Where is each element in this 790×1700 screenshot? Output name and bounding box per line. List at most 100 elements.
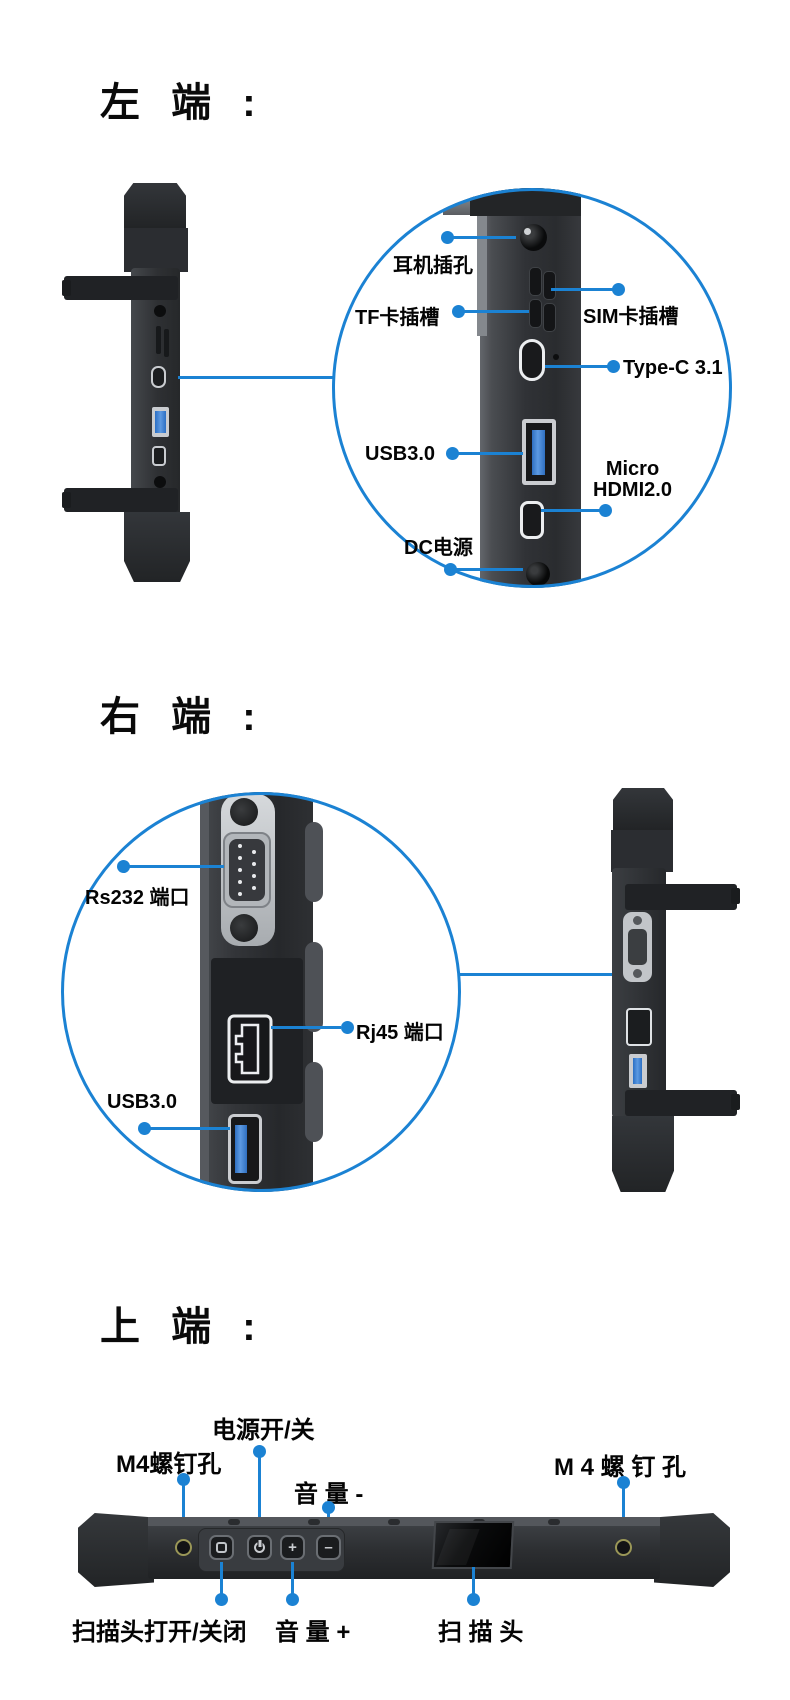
bottom-corner-bumper xyxy=(612,1116,674,1192)
label-volume-plus: 音 量 + xyxy=(275,1619,351,1646)
label-m4-screw-left: M4螺钉孔 xyxy=(116,1451,222,1478)
callout-line xyxy=(271,1026,341,1029)
right-corner-bumper xyxy=(654,1513,730,1587)
callout-line xyxy=(258,1457,261,1537)
callout-line xyxy=(182,1485,185,1543)
db9-screw-small xyxy=(633,969,642,978)
kickstand-bar-bottom xyxy=(64,488,178,512)
right-end-magnifier-ring xyxy=(61,792,461,1192)
kickstand-nub-top xyxy=(62,280,71,296)
label-sim-card-slot: SIM卡插槽 xyxy=(583,306,679,328)
top-edge-strip xyxy=(148,1517,660,1526)
callout-dot xyxy=(467,1593,480,1606)
volume-plus-button[interactable]: + xyxy=(280,1535,305,1560)
m4-screw-hole-left xyxy=(175,1539,192,1556)
scanner-toggle-button[interactable] xyxy=(209,1535,234,1560)
callout-dot xyxy=(607,360,620,373)
label-rj45: Rj45 端口 xyxy=(356,1022,444,1044)
callout-line xyxy=(472,1567,475,1595)
label-type-c: Type-C 3.1 xyxy=(623,357,723,379)
edge-boss xyxy=(308,1519,320,1525)
callout-line xyxy=(541,509,601,512)
rj45-port-small xyxy=(626,1008,652,1046)
callout-dot xyxy=(253,1445,266,1458)
label-scanner-head: 扫 描 头 xyxy=(438,1619,524,1646)
top-corner-bumper xyxy=(613,788,673,830)
usb-port-small xyxy=(152,407,169,437)
power-icon xyxy=(254,1540,265,1553)
label-rs232: Rs232 端口 xyxy=(85,887,190,909)
callout-line xyxy=(150,1127,230,1130)
db9-screw-small xyxy=(633,916,642,925)
callout-connector-line xyxy=(178,376,334,379)
scan-square-icon xyxy=(216,1542,227,1553)
left-corner-bumper xyxy=(78,1513,154,1587)
callout-dot xyxy=(341,1021,354,1034)
type-c-port-small xyxy=(151,366,166,388)
m4-screw-hole-right xyxy=(615,1539,632,1556)
callout-dot xyxy=(599,504,612,517)
callout-line xyxy=(622,1488,625,1544)
callout-line xyxy=(545,365,609,368)
callout-dot xyxy=(612,283,625,296)
edge-boss xyxy=(228,1519,240,1525)
device-right-side-view xyxy=(610,786,740,1196)
callout-dot xyxy=(117,860,130,873)
callout-connector-line xyxy=(460,973,622,976)
callout-dot xyxy=(446,447,459,460)
callout-line xyxy=(457,452,523,455)
usb-tongue-small xyxy=(155,411,166,433)
tf-slot-small xyxy=(156,326,161,354)
plus-icon: + xyxy=(288,1539,297,1556)
label-micro-hdmi-line2: HDMI2.0 xyxy=(593,479,672,501)
usb-port-small xyxy=(629,1054,647,1088)
callout-dot xyxy=(441,231,454,244)
db9-cavity-small xyxy=(628,929,647,965)
callout-dot xyxy=(286,1593,299,1606)
device-top-view: + – xyxy=(78,1510,730,1592)
callout-line xyxy=(455,568,523,571)
section-title-right-end: 右 端 : xyxy=(100,695,266,739)
section-title-top-end: 上 端 : xyxy=(100,1305,266,1349)
callout-dot xyxy=(215,1593,228,1606)
callout-line xyxy=(452,236,516,239)
top-bumper-lower xyxy=(124,228,188,272)
callout-line xyxy=(220,1562,223,1595)
label-micro-hdmi: Micro HDMI2.0 xyxy=(585,459,680,501)
top-bumper-lower xyxy=(611,830,673,872)
label-scanner-toggle: 扫描头打开/关闭 xyxy=(72,1619,247,1646)
label-micro-hdmi-line1: Micro xyxy=(605,458,660,480)
power-icon-bar xyxy=(257,1540,262,1547)
headphone-jack-small xyxy=(154,305,166,317)
label-tf-card-slot: TF卡插槽 xyxy=(355,307,440,329)
callout-line xyxy=(551,288,614,291)
sim-slot-small xyxy=(164,329,169,357)
label-headphone-jack: 耳机插孔 xyxy=(393,255,473,277)
bottom-corner-bumper xyxy=(124,512,190,582)
kickstand-bar-top xyxy=(64,276,178,300)
dc-jack-small xyxy=(154,476,166,488)
label-usb30-left: USB3.0 xyxy=(365,443,436,465)
volume-minus-button[interactable]: – xyxy=(316,1535,341,1560)
kickstand-bar-top xyxy=(625,884,737,910)
label-power-switch: 电源开/关 xyxy=(212,1417,315,1444)
scanner-glass-glare xyxy=(436,1529,480,1565)
edge-boss xyxy=(388,1519,400,1525)
usb-tongue-small xyxy=(633,1058,642,1084)
minus-icon: – xyxy=(324,1539,333,1556)
kickstand-bar-bottom xyxy=(625,1090,737,1116)
section-title-left-end: 左 端 : xyxy=(100,81,266,125)
label-usb30-right: USB3.0 xyxy=(107,1091,178,1113)
callout-line xyxy=(291,1562,294,1595)
callout-line xyxy=(129,865,224,868)
callout-dot xyxy=(444,563,457,576)
callout-dot xyxy=(617,1476,630,1489)
power-button[interactable] xyxy=(247,1535,272,1560)
db9-connector-small xyxy=(623,912,652,982)
callout-dot xyxy=(322,1501,335,1514)
device-left-side-view xyxy=(62,175,192,585)
label-dc-power: DC电源 xyxy=(404,537,473,559)
kickstand-nub-bottom xyxy=(62,492,71,508)
callout-dot xyxy=(452,305,465,318)
